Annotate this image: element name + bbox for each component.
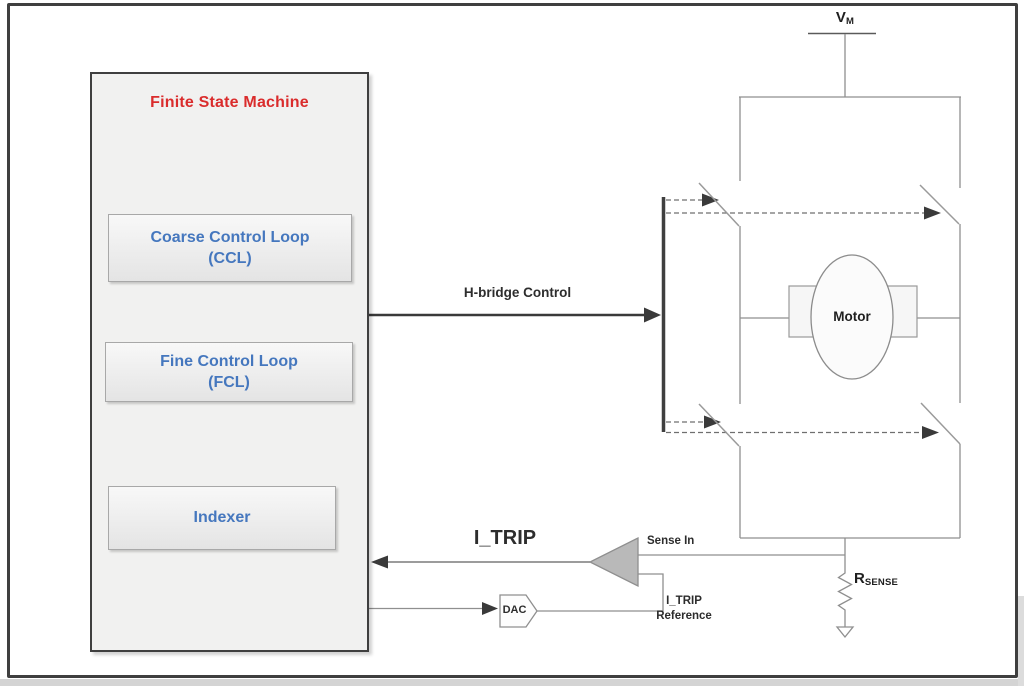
page-edge-right	[1018, 596, 1024, 686]
indexer-block: Indexer	[108, 486, 336, 550]
vm-sub: M	[845, 16, 855, 27]
switch-bottom-right	[920, 402, 961, 445]
ground-symbol	[835, 626, 855, 639]
comparator	[371, 536, 664, 611]
gate-arrow-bottom-left	[704, 415, 721, 429]
i-trip-label: I_TRIP	[473, 527, 537, 549]
rsense-sub: SENSE	[864, 577, 899, 588]
switch-bottom-left	[698, 403, 740, 447]
gate-arrow-bottom-right	[922, 426, 939, 439]
rsense-main: R	[854, 570, 865, 587]
h-bridge-rails	[739, 96, 961, 539]
switch-top-right	[919, 184, 960, 225]
gate-arrow-top-right	[924, 206, 941, 220]
motor-body	[810, 254, 894, 380]
vm-supply	[808, 32, 876, 97]
i-trip-reference-line2: Reference	[656, 610, 712, 622]
motor-label: Motor	[833, 309, 871, 324]
ccl-block: Coarse Control Loop (CCL)	[108, 214, 352, 282]
ccl-label-line1: Coarse Control Loop	[150, 228, 310, 246]
vm-main: V	[835, 9, 846, 26]
fcl-block: Fine Control Loop (FCL)	[105, 342, 353, 402]
gate-drive-top	[666, 199, 924, 214]
ccl-label-line2: (CCL)	[208, 250, 252, 267]
vm-label: VM	[815, 9, 875, 27]
gate-arrow-top-left	[702, 193, 719, 207]
indexer-label: Indexer	[193, 509, 251, 527]
gate-drive-bottom	[666, 421, 922, 434]
dac-symbol	[499, 594, 663, 628]
switch-top-left	[698, 182, 740, 227]
h-bridge-control-label: H-bridge Control	[463, 285, 572, 300]
i-trip-reference-label: I_TRIP Reference	[638, 594, 730, 624]
fsm-title: Finite State Machine	[150, 94, 309, 111]
switch-blades	[698, 182, 961, 447]
fcl-label-line1: Fine Control Loop	[160, 352, 298, 370]
page-edge-bottom	[0, 679, 1024, 686]
motor-symbol	[740, 254, 960, 380]
dac-input-arrowhead	[482, 602, 498, 615]
i-trip-arrowhead	[371, 555, 388, 569]
dac-label: DAC	[502, 604, 527, 616]
sense-network	[638, 538, 855, 639]
i-trip-reference-line1: I_TRIP	[666, 595, 702, 607]
fsm-box: Finite State Machine Coarse Control Loop…	[90, 72, 369, 652]
fcl-label-line2: (FCL)	[208, 374, 250, 391]
rsense-resistor	[837, 570, 853, 613]
rsense-label: RSENSE	[854, 570, 898, 588]
sense-in-label: Sense In	[647, 535, 695, 547]
